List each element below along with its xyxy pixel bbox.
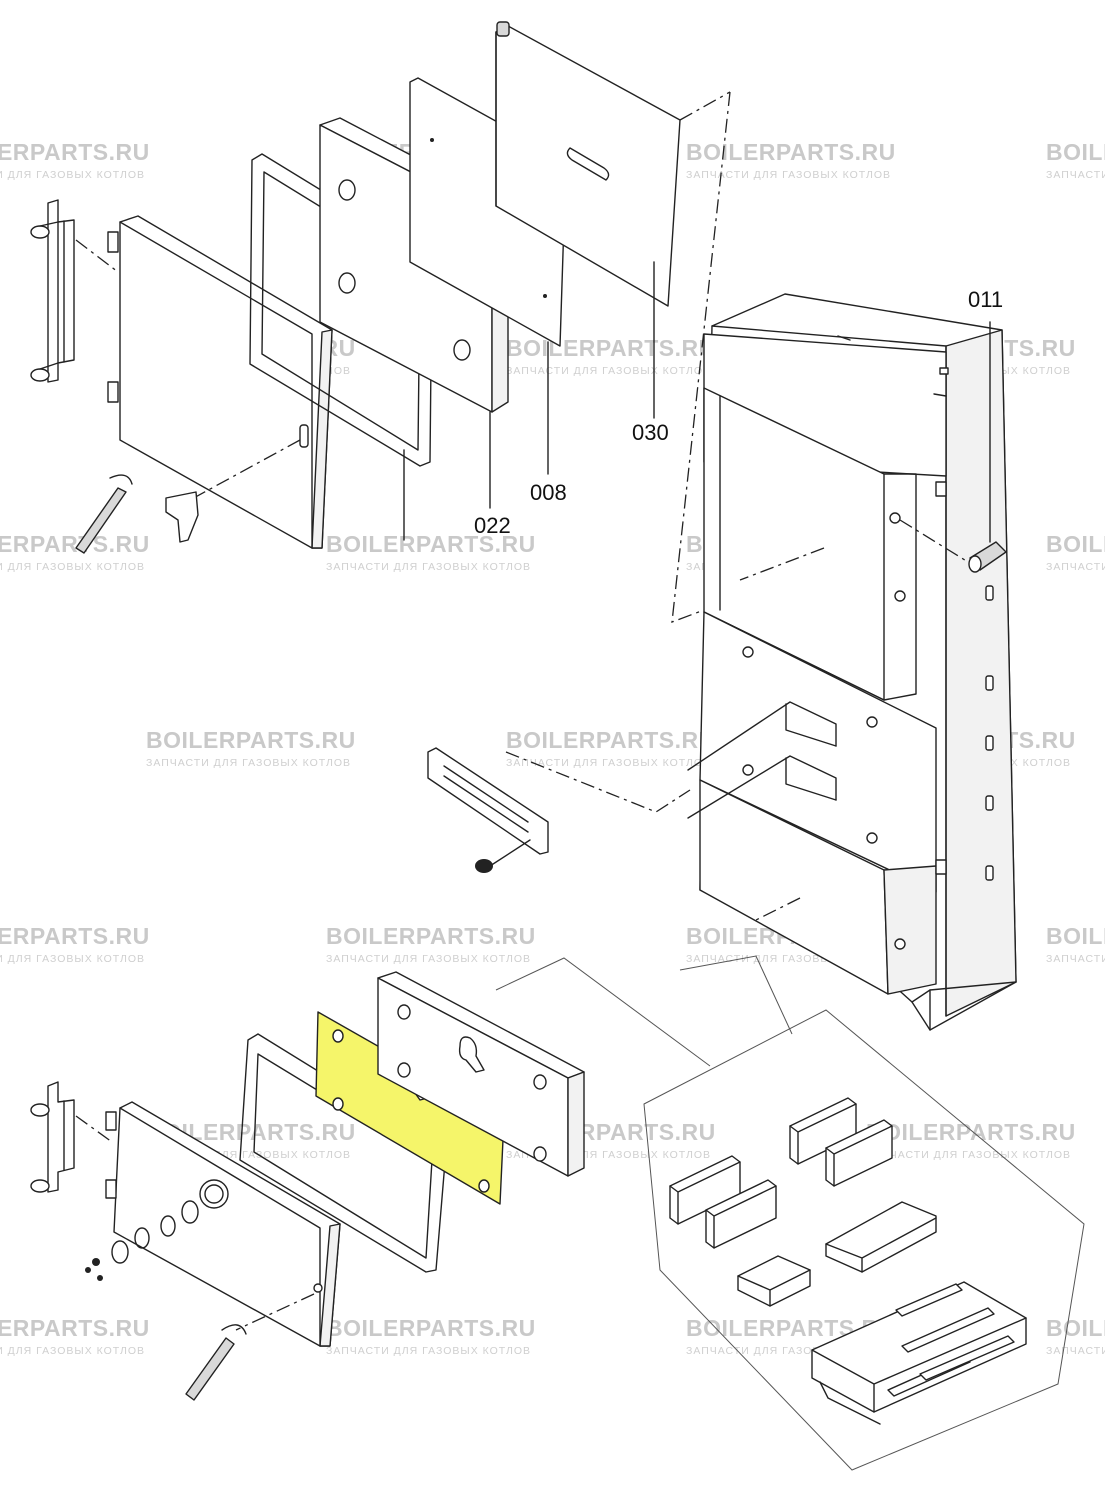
svg-text:BOILERPARTS.RU: BOILERPARTS.RU: [326, 923, 536, 949]
watermark: BOILERPARTS.RU ЗАПЧАСТИ ДЛЯ ГАЗОВЫХ КОТЛО…: [0, 1315, 150, 1357]
knob-parts: [85, 1200, 199, 1281]
svg-text:BOILERPARTS.RU: BOILERPARTS.RU: [0, 1315, 150, 1341]
svg-text:ЗАПЧАСТИ ДЛЯ ГАЗОВЫХ КОТЛОВ: ЗАПЧАСТИ ДЛЯ ГАЗОВЫХ КОТЛОВ: [146, 757, 351, 769]
part-label-022: 022: [474, 513, 511, 538]
kit-tray: [811, 1281, 1027, 1425]
svg-text:BOILERPARTS.RU: BOILERPARTS.RU: [0, 139, 150, 165]
leader-line: [189, 439, 301, 501]
svg-text:ЗАПЧАСТИ ДЛЯ ГАЗОВЫХ КОТЛОВ: ЗАПЧАСТИ ДЛЯ ГАЗОВЫХ КОТЛОВ: [1046, 953, 1105, 965]
svg-text:BOILERPARTS.RU: BOILERPARTS.RU: [1046, 923, 1105, 949]
watermark: BOILERPARTS.RU ЗАПЧАСТИ ДЛЯ ГАЗОВЫХ КОТЛО…: [1046, 1315, 1105, 1357]
leader-line: [739, 547, 825, 581]
watermark: BOILERPARTS.RU ЗАПЧАСТИ ДЛЯ ГАЗОВЫХ КОТЛО…: [0, 923, 150, 965]
svg-text:BOILERPARTS.RU: BOILERPARTS.RU: [326, 1315, 536, 1341]
watermark: BOILERPARTS.RU ЗАПЧАСТИ ДЛЯ ГАЗОВЫХ КОТЛО…: [0, 531, 150, 573]
watermark: BOILERPARTS.RU ЗАПЧАСТИ ДЛЯ ГАЗОВЫХ КОТЛО…: [1046, 139, 1105, 181]
svg-text:BOILERPARTS.RU: BOILERPARTS.RU: [0, 923, 150, 949]
mount-outline: [671, 91, 731, 623]
svg-text:BOILERPARTS.RU: BOILERPARTS.RU: [506, 727, 716, 753]
svg-text:ЗАПЧАСТИ ДЛЯ ГАЗОВЫХ КОТЛОВ: ЗАПЧАСТИ ДЛЯ ГАЗОВЫХ КОТЛОВ: [686, 169, 891, 181]
leader-line: [75, 1115, 113, 1143]
watermark: BOILERPARTS.RU ЗАПЧАСТИ ДЛЯ ГАЗОВЫХ КОТЛО…: [506, 335, 716, 377]
svg-text:ЗАПЧАСТИ ДЛЯ ГАЗОВЫХ КОТЛОВ: ЗАПЧАСТИ ДЛЯ ГАЗОВЫХ КОТЛОВ: [0, 169, 145, 181]
svg-text:ЗАПЧАСТИ ДЛЯ ГАЗОВЫХ КОТЛОВ: ЗАПЧАСТИ ДЛЯ ГАЗОВЫХ КОТЛОВ: [326, 1345, 531, 1357]
svg-text:ЗАПЧАСТИ ДЛЯ ГАЗОВЫХ КОТЛОВ: ЗАПЧАСТИ ДЛЯ ГАЗОВЫХ КОТЛОВ: [326, 953, 531, 965]
svg-text:ЗАПЧАСТИ ДЛЯ ГАЗОВЫХ КОТЛОВ: ЗАПЧАСТИ ДЛЯ ГАЗОВЫХ КОТЛОВ: [326, 561, 531, 573]
rear-panel-030: [495, 21, 681, 307]
svg-text:ЗАПЧАСТИ ДЛЯ ГАЗОВЫХ КОТЛОВ: ЗАПЧАСТИ ДЛЯ ГАЗОВЫХ КОТЛОВ: [1046, 561, 1105, 573]
watermark: BOILERPARTS.RU ЗАПЧАСТИ ДЛЯ ГАЗОВЫХ КОТЛО…: [1046, 531, 1105, 573]
latch-clip-bottom: [185, 1324, 247, 1401]
svg-text:BOILERPARTS.RU: BOILERPARTS.RU: [326, 531, 536, 557]
svg-text:ЗАПЧАСТИ ДЛЯ ГАЗОВЫХ КОТЛОВ: ЗАПЧАСТИ ДЛЯ ГАЗОВЫХ КОТЛОВ: [0, 953, 145, 965]
svg-text:BOILERPARTS.RU: BOILERPARTS.RU: [686, 139, 896, 165]
watermark: BOILERPARTS.RU ЗАПЧАСТИ ДЛЯ ГАЗОВЫХ КОТЛО…: [506, 727, 716, 769]
watermark: BOILERPARTS.RU ЗАПЧАСТИ ДЛЯ ГАЗОВЫХ КОТЛО…: [146, 727, 356, 769]
watermark: BOILERPARTS.RU ЗАПЧАСТИ ДЛЯ ГАЗОВЫХ КОТЛО…: [326, 923, 536, 965]
watermark: BOILERPARTS.RU ЗАПЧАСТИ ДЛЯ ГАЗОВЫХ КОТЛО…: [686, 139, 896, 181]
svg-text:BOILERPARTS.RU: BOILERPARTS.RU: [1046, 531, 1105, 557]
wall-bracket-top: [30, 199, 75, 383]
svg-text:ЗАПЧАСТИ ДЛЯ ГАЗОВЫХ КОТЛОВ: ЗАПЧАСТИ ДЛЯ ГАЗОВЫХ КОТЛОВ: [866, 1149, 1071, 1161]
watermark: BOILERPARTS.RU ЗАПЧАСТИ ДЛЯ ГАЗОВЫХ КОТЛО…: [326, 531, 536, 573]
svg-text:ЗАПЧАСТИ ДЛЯ ГАЗОВЫХ КОТЛОВ: ЗАПЧАСТИ ДЛЯ ГАЗОВЫХ КОТЛОВ: [1046, 1345, 1105, 1357]
main-chassis: [699, 293, 1017, 1031]
front-cover-top: [107, 215, 333, 549]
svg-text:ЗАПЧАСТИ ДЛЯ ГАЗОВЫХ КОТЛОВ: ЗАПЧАСТИ ДЛЯ ГАЗОВЫХ КОТЛОВ: [0, 1345, 145, 1357]
watermark: BOILERPARTS.RU ЗАПЧАСТИ ДЛЯ ГАЗОВЫХ КОТЛО…: [0, 139, 150, 181]
watermark: BOILERPARTS.RU ЗАПЧАСТИ ДЛЯ ГАЗОВЫХ КОТЛО…: [326, 1315, 536, 1357]
watermark: BOILERPARTS.RU ЗАПЧАСТИ ДЛЯ ГАЗОВЫХ КОТЛО…: [866, 1119, 1076, 1161]
part-label-011: 011: [968, 287, 1003, 312]
svg-text:BOILERPARTS.RU: BOILERPARTS.RU: [1046, 1315, 1105, 1341]
kit-callout-outline: [495, 955, 1085, 1471]
insulation-block-bottom: [377, 971, 585, 1177]
part-label-008: 008: [530, 480, 567, 505]
svg-text:ЗАПЧАСТИ ДЛЯ ГАЗОВЫХ КОТЛОВ: ЗАПЧАСТИ ДЛЯ ГАЗОВЫХ КОТЛОВ: [1046, 169, 1105, 181]
svg-text:BOILERPARTS.RU: BOILERPARTS.RU: [866, 1119, 1076, 1145]
svg-text:BOILERPARTS.RU: BOILERPARTS.RU: [0, 531, 150, 557]
mounting-rails: [687, 701, 837, 819]
kit-insulation-pieces: [669, 1097, 937, 1307]
watermark: BOILERPARTS.RU ЗАПЧАСТИ ДЛЯ ГАЗОВЫХ КОТЛО…: [1046, 923, 1105, 965]
leader-line: [75, 239, 119, 273]
knob-011: [968, 541, 1007, 573]
part-label-030: 030: [632, 420, 669, 445]
front-cover-bottom: [105, 1101, 341, 1347]
leader-line: [755, 897, 801, 921]
svg-text:ЗАПЧАСТИ ДЛЯ ГАЗОВЫХ КОТЛОВ: ЗАПЧАСТИ ДЛЯ ГАЗОВЫХ КОТЛОВ: [506, 365, 711, 377]
svg-text:BOILERPARTS.RU: BOILERPARTS.RU: [506, 335, 716, 361]
side-bracket: [427, 747, 549, 873]
mount-outline: [679, 91, 731, 121]
svg-text:ЗАПЧАСТИ ДЛЯ ГАЗОВЫХ КОТЛОВ: ЗАПЧАСТИ ДЛЯ ГАЗОВЫХ КОТЛОВ: [0, 561, 145, 573]
svg-text:ЗАПЧАСТИ ДЛЯ ГАЗОВЫХ КОТЛОВ: ЗАПЧАСТИ ДЛЯ ГАЗОВЫХ КОТЛОВ: [506, 757, 711, 769]
latch-clip-top: [75, 474, 199, 554]
wall-bracket-bottom: [30, 1081, 75, 1193]
leader-line: [899, 519, 969, 563]
svg-text:BOILERPARTS.RU: BOILERPARTS.RU: [1046, 139, 1105, 165]
svg-text:BOILERPARTS.RU: BOILERPARTS.RU: [146, 727, 356, 753]
